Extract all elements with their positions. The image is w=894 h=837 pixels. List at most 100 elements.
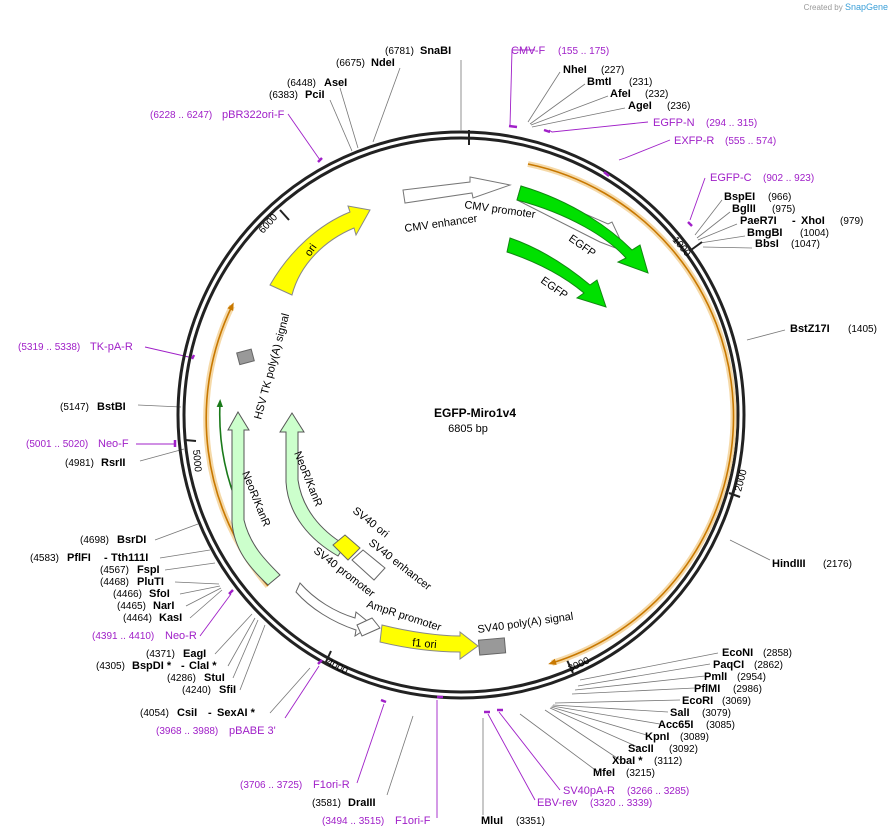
primer-pos: (155 .. 175)	[558, 46, 609, 57]
enzyme-pos: (236)	[667, 101, 690, 112]
enzyme-pos: (3215)	[626, 768, 655, 779]
enzyme-name[interactable]: MfeI	[593, 767, 615, 779]
primer-marks	[173, 124, 693, 714]
enzyme-name[interactable]: BbsI	[755, 238, 779, 250]
primer-pos: (555 .. 574)	[725, 136, 776, 147]
primer-name[interactable]: EXFP-R	[674, 135, 714, 147]
enzyme-name[interactable]: Tth111I	[111, 552, 148, 564]
enzyme-name[interactable]: SfoI	[149, 588, 170, 600]
enzyme-name[interactable]: StuI	[204, 672, 225, 684]
enzyme-name[interactable]: PciI	[305, 89, 325, 101]
enzyme-name[interactable]: CsiI	[177, 707, 197, 719]
enzyme-name[interactable]: AseI	[324, 77, 347, 89]
enzyme-pos: (4583)	[30, 553, 59, 564]
enzyme-pos: (3092)	[669, 744, 698, 755]
enzyme-name[interactable]: MluI	[481, 815, 503, 827]
enzyme-name[interactable]: PmlI	[704, 671, 727, 683]
enzyme-pos: (1004)	[800, 228, 829, 239]
backbone	[176, 130, 746, 700]
f1-ori-feature[interactable]	[379, 624, 479, 660]
enzyme-name[interactable]: BmgBI	[747, 227, 782, 239]
enzyme-pos: (231)	[629, 77, 652, 88]
enzyme-name[interactable]: BmtI	[587, 76, 611, 88]
enzyme-pos: (4466)	[113, 589, 142, 600]
enzyme-pos: (2176)	[823, 559, 852, 570]
enzyme-pos: (979)	[840, 216, 863, 227]
enzyme-name[interactable]: KpnI	[645, 731, 669, 743]
ori-feature[interactable]	[269, 205, 371, 296]
enzyme-name[interactable]: NdeI	[371, 57, 395, 69]
feature-label-sv40-ori: SV40 ori	[350, 505, 391, 540]
primer-name[interactable]: pBABE 3'	[229, 725, 276, 737]
tick-label-2000: 2000	[733, 468, 749, 493]
enzyme-pos: (966)	[768, 192, 791, 203]
enzyme-name[interactable]: BglII	[732, 203, 756, 215]
enzyme-pos: (3085)	[706, 720, 735, 731]
enzyme-pos: (3079)	[702, 708, 731, 719]
plasmid-length: 6805 bp	[448, 423, 488, 435]
primer-name[interactable]: TK-pA-R	[90, 341, 133, 353]
feature-label-hsv-tk-polya: HSV TK poly(A) signal	[252, 312, 292, 421]
enzyme-name[interactable]: PflFI	[67, 552, 91, 564]
enzyme-name[interactable]: BstBI	[97, 401, 126, 413]
enzyme-name[interactable]: KasI	[159, 612, 182, 624]
primer-pos: (3494 .. 3515)	[322, 816, 384, 827]
enzyme-name[interactable]: XhoI	[801, 215, 825, 227]
neor-kanr-feature-1[interactable]	[227, 411, 281, 586]
sv40-polya-feature[interactable]	[477, 637, 507, 656]
enzyme-name: -	[181, 660, 185, 672]
enzyme-name[interactable]: SalI	[670, 707, 690, 719]
primer-name[interactable]: Neo-F	[98, 438, 129, 450]
enzyme-name[interactable]: SnaBI	[420, 45, 451, 57]
sv40-ori-feature[interactable]	[332, 534, 361, 561]
enzyme-name[interactable]: XbaI *	[612, 755, 643, 767]
enzyme-name[interactable]: AgeI	[628, 100, 652, 112]
primer-name[interactable]: Neo-R	[165, 630, 197, 642]
enzyme-name[interactable]: SacII	[628, 743, 654, 755]
primer-name[interactable]: F1ori-R	[313, 779, 350, 791]
enzyme-name[interactable]: AfeI	[610, 88, 631, 100]
enzyme-name[interactable]: BsrDI	[117, 534, 146, 546]
enzyme-name[interactable]: BstZ17I	[790, 323, 830, 335]
enzyme-name[interactable]: DraIII	[348, 797, 376, 809]
enzyme-name[interactable]: SexAI *	[217, 707, 256, 719]
primer-pos: (3968 .. 3988)	[156, 726, 218, 737]
enzyme-name[interactable]: NarI	[153, 600, 174, 612]
enzyme-name[interactable]: Acc65I	[658, 719, 693, 731]
cmv-enhancer-feature[interactable]	[402, 176, 512, 204]
sv40-enhancer-feature[interactable]	[351, 549, 386, 581]
enzyme-name[interactable]: EagI	[183, 648, 206, 660]
primer-name[interactable]: F1ori-F	[395, 815, 431, 827]
enzyme-name[interactable]: PaeR7I	[740, 215, 777, 227]
enzyme-pos: (4054)	[140, 708, 169, 719]
enzyme-name[interactable]: RsrII	[101, 457, 125, 469]
enzyme-pos: (3112)	[654, 756, 682, 767]
primer-name[interactable]: SV40pA-R	[563, 785, 615, 797]
enzyme-name[interactable]: BspEI	[724, 191, 755, 203]
egfp-feature-1[interactable]	[516, 185, 649, 274]
enzyme-name[interactable]: BspDI *	[132, 660, 172, 672]
primer-name[interactable]: pBR322ori-F	[222, 109, 285, 121]
enzyme-name[interactable]: SfiI	[219, 684, 236, 696]
enzyme-name[interactable]: EcoNI	[722, 647, 753, 659]
enzyme-name[interactable]: NheI	[563, 64, 587, 76]
enzyme-pos: (2858)	[763, 648, 792, 659]
ampr-promoter-feature[interactable]	[356, 617, 381, 637]
enzyme-name[interactable]: PaqCI	[713, 659, 744, 671]
enzyme-name[interactable]: EcoRI	[682, 695, 713, 707]
enzyme-name[interactable]: PluTI	[137, 576, 164, 588]
primer-name[interactable]: EGFP-C	[710, 172, 752, 184]
primer-name[interactable]: EGFP-N	[653, 117, 695, 129]
enzyme-labels: (6781) SnaBI (6675) NdeI (6448) AseI (63…	[30, 45, 877, 827]
enzyme-name[interactable]: HindIII	[772, 558, 806, 570]
feature-label-sv40-polya: SV40 poly(A) signal	[477, 611, 574, 636]
enzyme-name[interactable]: FspI	[137, 564, 160, 576]
enzyme-name[interactable]: PflMI	[694, 683, 720, 695]
enzyme-name[interactable]: ClaI *	[189, 660, 217, 672]
egfp-feature-2[interactable]	[506, 237, 607, 308]
primer-name[interactable]: CMV-F	[511, 45, 546, 57]
hsv-tk-polya-feature[interactable]	[236, 348, 255, 366]
enzyme-pos: (1405)	[848, 324, 877, 335]
primer-name[interactable]: EBV-rev	[537, 797, 578, 809]
enzyme-pos: (5147)	[60, 402, 89, 413]
